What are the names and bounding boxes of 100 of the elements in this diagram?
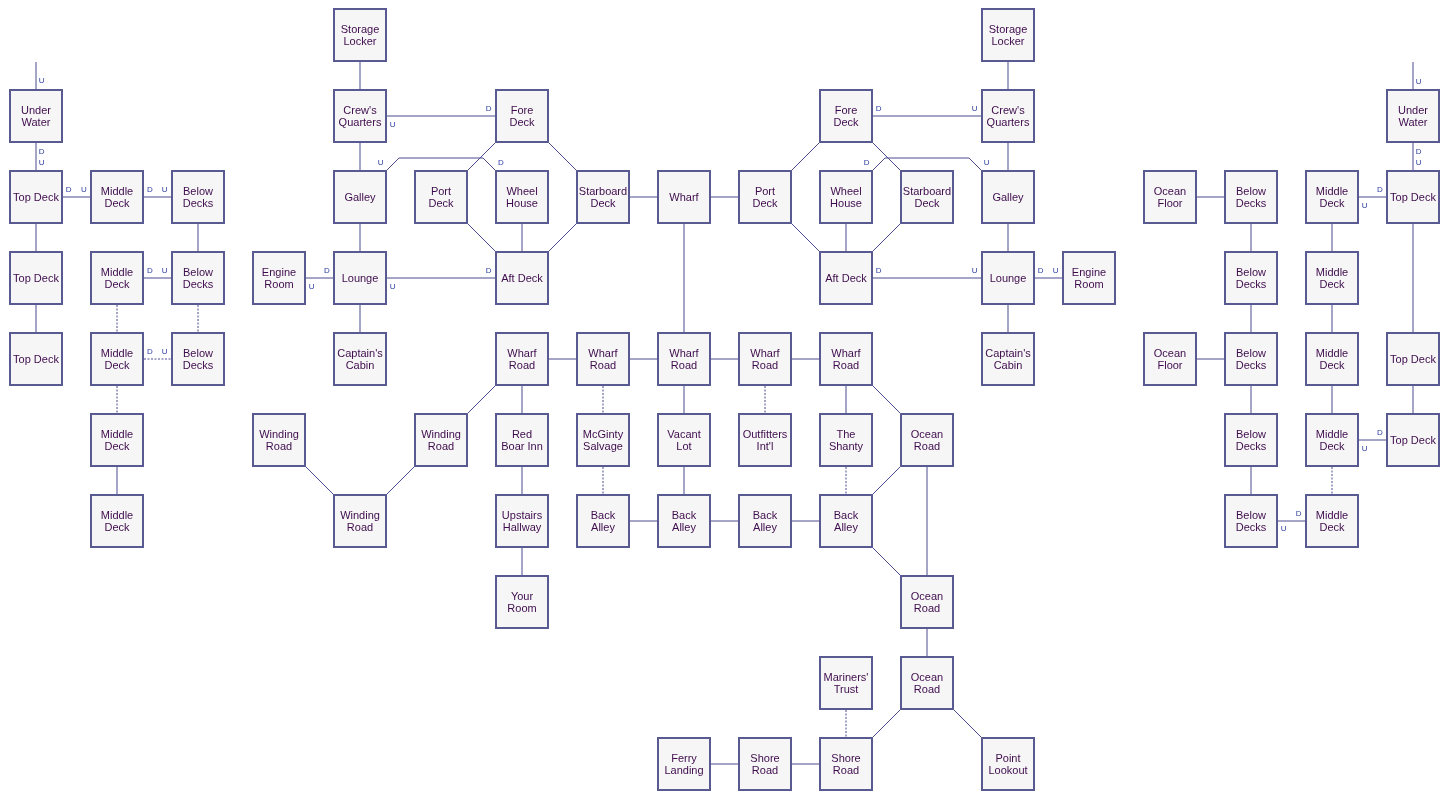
room-name: Below Decks	[1234, 185, 1268, 209]
room-name: Fore Deck	[508, 104, 536, 128]
edge-end-label: U	[389, 281, 396, 291]
room-name: Point Lookout	[987, 752, 1029, 776]
connector-line	[116, 466, 118, 495]
room-box	[1224, 332, 1278, 386]
dashed-connector-line	[602, 466, 604, 495]
room-name: Vacant Lot	[666, 428, 702, 452]
connector-line	[872, 466, 901, 495]
room-name: Port Deck	[751, 185, 779, 209]
room-name: Engine Room	[260, 266, 298, 290]
room-name: Wheel House	[829, 185, 863, 209]
connector-line	[791, 763, 820, 765]
room-box	[981, 8, 1035, 62]
dashed-connector-line	[845, 466, 847, 495]
dashed-connector-line	[197, 304, 199, 333]
room-box	[1305, 251, 1359, 305]
room-name: Middle Deck	[1314, 428, 1350, 452]
connector-line	[710, 520, 739, 522]
room-name: Ocean Floor	[1152, 185, 1188, 209]
room-name: Crew's Quarters	[985, 104, 1031, 128]
room-name: Below Decks	[1234, 266, 1268, 290]
connector-line	[1250, 466, 1252, 495]
room-box	[1386, 170, 1440, 224]
room-name: Wharf Road	[587, 347, 619, 371]
connector-line	[845, 385, 847, 414]
room-box	[90, 413, 144, 467]
room-box	[90, 494, 144, 548]
room-box	[1386, 89, 1440, 143]
edge-end-label: U	[1415, 157, 1422, 167]
room-name: Below Decks	[181, 185, 215, 209]
room-name: Back Alley	[832, 509, 860, 533]
connector-line	[197, 223, 199, 252]
edge-end-label: U	[308, 281, 315, 291]
room-box	[1224, 251, 1278, 305]
edge-end-label: U	[1415, 76, 1422, 86]
room-box	[495, 575, 549, 629]
room-name: Fore Deck	[832, 104, 860, 128]
connector-line	[791, 358, 820, 360]
room-name: Ocean Floor	[1152, 347, 1188, 371]
room-box	[1143, 170, 1197, 224]
room-name: Middle Deck	[1314, 266, 1350, 290]
room-box	[9, 170, 63, 224]
connector-line	[872, 547, 901, 576]
room-name: Middle Deck	[99, 266, 135, 290]
edge-end-label: D	[875, 103, 882, 113]
room-name: Red Boar Inn	[500, 428, 544, 452]
room-box	[657, 494, 711, 548]
edge-end-label: U	[161, 265, 168, 275]
edge-end-label: U	[983, 157, 990, 167]
room-box	[657, 413, 711, 467]
edge-end-label: U	[377, 157, 384, 167]
room-name: Outfitters Int'l	[741, 428, 789, 452]
edge-end-label: U	[971, 265, 978, 275]
connector-line	[872, 385, 901, 414]
connector-line	[926, 628, 928, 657]
connector-line	[386, 115, 496, 117]
room-name: The Shanty	[827, 428, 865, 452]
room-name: Engine Room	[1070, 266, 1108, 290]
room-box	[333, 494, 387, 548]
edge-end-label: D	[863, 157, 870, 167]
connector-line	[548, 142, 577, 171]
room-name: Wharf Road	[749, 347, 781, 371]
room-box	[495, 494, 549, 548]
room-box	[819, 413, 873, 467]
connector-line	[467, 223, 496, 252]
room-box	[1224, 413, 1278, 467]
connector-line	[1250, 223, 1252, 252]
room-box	[1305, 170, 1359, 224]
room-box	[981, 170, 1035, 224]
edge-end-label: U	[161, 184, 168, 194]
edge-end-label: D	[324, 265, 330, 275]
room-box	[738, 170, 792, 224]
connector-line	[953, 709, 982, 738]
connector-line	[386, 466, 415, 495]
room-box	[819, 656, 873, 710]
connector-line	[1331, 223, 1333, 252]
connector-line	[35, 142, 37, 171]
room-box	[657, 332, 711, 386]
connector-line	[1007, 304, 1009, 333]
room-box	[819, 494, 873, 548]
room-name: Lounge	[341, 272, 379, 284]
room-box	[90, 170, 144, 224]
edge-end-label: D	[1377, 427, 1383, 437]
room-box	[9, 332, 63, 386]
connector-line	[467, 385, 496, 414]
room-box	[1062, 251, 1116, 305]
connector-line	[521, 547, 523, 576]
room-name: Galley	[344, 191, 376, 203]
room-name: Back Alley	[589, 509, 617, 533]
room-box	[495, 89, 549, 143]
room-box	[1224, 494, 1278, 548]
connector-line	[359, 61, 361, 90]
connector-line	[1250, 385, 1252, 414]
room-name: Wharf Road	[506, 347, 538, 371]
connector-line	[845, 223, 847, 252]
connector-line	[305, 466, 334, 495]
connector-line	[683, 223, 685, 333]
connector-line	[1007, 142, 1009, 171]
room-name: Storage Locker	[339, 23, 381, 47]
